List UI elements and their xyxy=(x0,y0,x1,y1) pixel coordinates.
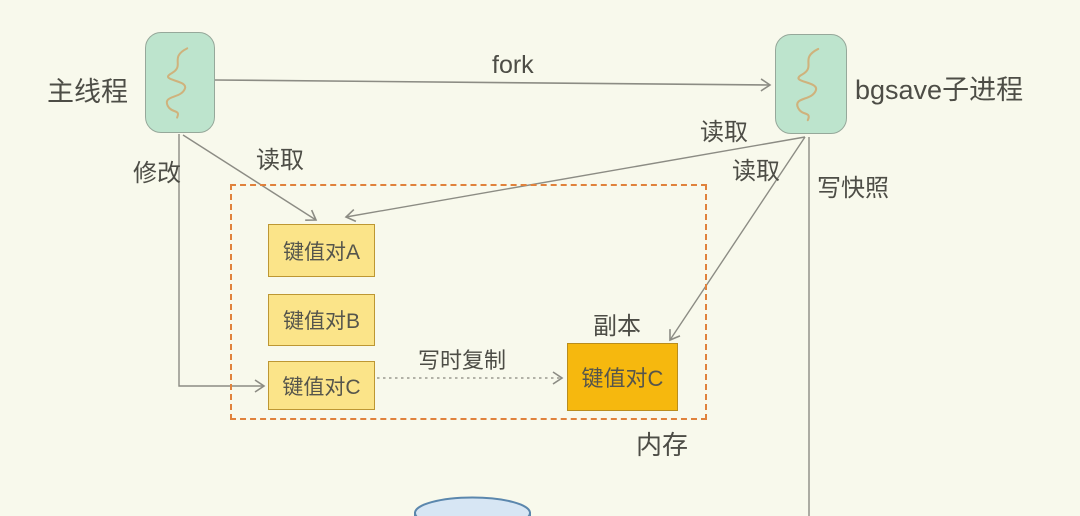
read-a-from-bgsave-label: 读取 xyxy=(700,119,748,146)
kv-pair-c-copy: 键值对C xyxy=(567,343,678,411)
fork-arrow xyxy=(214,78,772,92)
copy-tag: 副本 xyxy=(593,313,641,340)
modify-label: 修改 xyxy=(133,160,181,187)
database-cylinder-icon xyxy=(414,496,531,516)
bgsave-child-node xyxy=(775,34,847,134)
thread-squiggle-icon xyxy=(165,47,188,119)
bgsave-child-label: bgsave子进程 xyxy=(855,75,1024,105)
read-from-main-label: 读取 xyxy=(256,147,304,174)
kv-pair-a: 键值对A xyxy=(268,224,375,277)
kv-pair-c: 键值对C xyxy=(268,361,375,410)
fork-label: fork xyxy=(492,51,534,79)
copy-on-write-label: 写时复制 xyxy=(418,348,507,373)
thread-squiggle-icon xyxy=(796,47,820,122)
memory-label: 内存 xyxy=(636,430,689,460)
memory-region xyxy=(230,184,707,420)
main-thread-label: 主线程 xyxy=(47,77,128,107)
kv-pair-b: 键值对B xyxy=(268,294,375,346)
main-thread-node xyxy=(145,32,215,133)
write-snapshot-label: 写快照 xyxy=(817,175,889,202)
read-copy-from-bgsave-label: 读取 xyxy=(732,158,780,185)
